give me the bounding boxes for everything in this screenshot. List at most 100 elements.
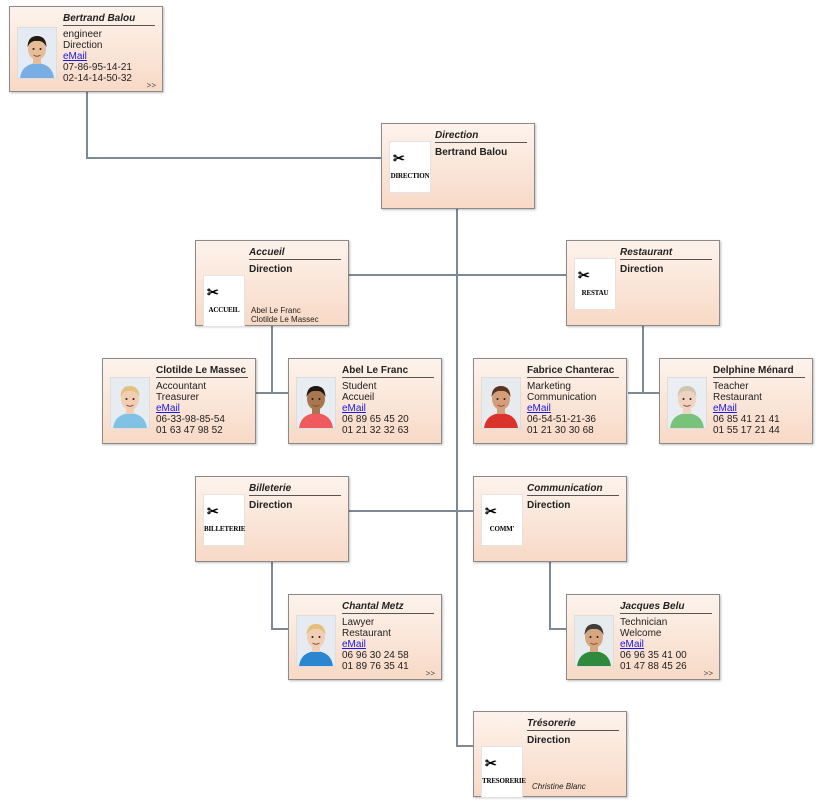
unit-subtitle: Direction xyxy=(249,264,293,275)
person-department: Welcome xyxy=(620,628,662,639)
unit-card-billeterie[interactable]: ✂ BILLETERIE Billeterie Direction xyxy=(195,476,349,562)
person-department: Accueil xyxy=(342,392,375,403)
phone-mobile: 06 85 41 21 41 xyxy=(713,414,780,425)
person-name: Clotilde Le Massec xyxy=(156,365,248,378)
scissor-icon: ✂ xyxy=(207,284,219,300)
connector-billeterie-chantal xyxy=(271,561,289,630)
phone-office: 01 21 30 30 68 xyxy=(527,425,594,436)
person-card-chantal[interactable]: Chantal Metz Lawyer Restaurant eMail 06 … xyxy=(288,594,442,680)
email-link[interactable]: eMail xyxy=(156,403,180,414)
unit-card-tresorerie[interactable]: ✂ TRESORERIE Trésorerie Direction Christ… xyxy=(473,711,627,798)
phone-office: 01 55 17 21 44 xyxy=(713,425,780,436)
expand-button[interactable]: >> xyxy=(146,81,156,90)
portrait-graphic xyxy=(297,616,335,666)
unit-logo-direction: ✂ DIRECTION xyxy=(389,141,431,193)
avatar-bertrand xyxy=(17,27,57,79)
connector-bertrand-direction xyxy=(86,92,381,159)
scissor-icon: ✂ xyxy=(485,755,497,771)
unit-card-communication[interactable]: ✂ COMM' Communication Direction xyxy=(473,476,627,562)
connector-communication-jacques xyxy=(549,561,567,630)
portrait-graphic xyxy=(18,28,56,78)
member-name: Abel Le Franc xyxy=(251,306,301,315)
unit-title: Restaurant xyxy=(620,247,712,260)
connector-restaurant-children xyxy=(628,326,660,394)
scissor-icon: ✂ xyxy=(485,503,497,519)
person-details: Student Accueil eMail 06 89 65 45 20 01 … xyxy=(342,381,409,436)
unit-logo-restaurant: ✂ RESTAU xyxy=(574,258,616,310)
avatar-clotilde xyxy=(110,377,150,429)
unit-subtitle: Direction xyxy=(527,500,571,511)
person-role: Marketing xyxy=(527,381,571,392)
scissor-icon: ✂ xyxy=(207,503,219,519)
portrait-graphic xyxy=(668,378,706,428)
unit-title: Direction xyxy=(435,130,527,143)
person-details: Technician Welcome eMail 06 96 35 41 00 … xyxy=(620,617,687,672)
avatar-delphine xyxy=(667,377,707,429)
unit-members: Christine Blanc xyxy=(532,782,586,791)
avatar-chantal xyxy=(296,615,336,667)
logo-text: COMM' xyxy=(489,525,515,533)
email-link[interactable]: eMail xyxy=(713,403,737,414)
unit-title: Billeterie xyxy=(249,483,341,496)
person-name: Jacques Belu xyxy=(620,601,712,614)
logo-text: BILLETERIE xyxy=(204,525,246,533)
person-role: Teacher xyxy=(713,381,749,392)
phone-mobile: 06-33-98-85-54 xyxy=(156,414,225,425)
person-details: Accountant Treasurer eMail 06-33-98-85-5… xyxy=(156,381,225,436)
person-details: engineer Direction eMail 07-86-95-14-21 … xyxy=(63,29,132,84)
unit-subtitle: Bertrand Balou xyxy=(435,147,508,158)
person-name: Bertrand Balou xyxy=(63,13,155,26)
person-department: Restaurant xyxy=(342,628,391,639)
person-card-fabrice[interactable]: Fabrice Chanterac Marketing Communicatio… xyxy=(473,358,627,444)
member-name: Christine Blanc xyxy=(532,782,586,791)
person-role: Technician xyxy=(620,617,668,628)
unit-subtitle: Direction xyxy=(620,264,664,275)
person-card-clotilde[interactable]: Clotilde Le Massec Accountant Treasurer … xyxy=(102,358,256,444)
logo-text: ACCUEIL xyxy=(208,306,240,314)
email-link[interactable]: eMail xyxy=(620,639,644,650)
person-department: Treasurer xyxy=(156,392,199,403)
email-link[interactable]: eMail xyxy=(63,51,87,62)
phone-office: 01 47 88 45 26 xyxy=(620,661,687,672)
unit-title: Trésorerie xyxy=(527,718,619,731)
scissor-icon: ✂ xyxy=(578,267,590,283)
connector-accueil-children xyxy=(256,326,289,394)
unit-card-restaurant[interactable]: ✂ RESTAU Restaurant Direction xyxy=(566,240,720,326)
member-name: Clotilde Le Massec xyxy=(251,315,319,324)
expand-button[interactable]: >> xyxy=(425,669,435,678)
logo-text: TRESORERIE xyxy=(482,777,526,785)
phone-office: 01 63 47 98 52 xyxy=(156,425,223,436)
unit-title: Accueil xyxy=(249,247,341,260)
unit-logo-billeterie: ✂ BILLETERIE xyxy=(203,494,245,546)
unit-card-accueil[interactable]: ✂ ACCUEIL Accueil Direction Abel Le Fran… xyxy=(195,240,349,327)
person-department: Communication xyxy=(527,392,597,403)
phone-office: 02-14-14-50-32 xyxy=(63,73,132,84)
portrait-graphic xyxy=(482,378,520,428)
avatar-fabrice xyxy=(481,377,521,429)
person-name: Delphine Ménard xyxy=(713,365,805,378)
person-name: Abel Le Franc xyxy=(342,365,434,378)
person-department: Direction xyxy=(63,40,103,51)
phone-mobile: 07-86-95-14-21 xyxy=(63,62,132,73)
email-link[interactable]: eMail xyxy=(342,403,366,414)
avatar-abel xyxy=(296,377,336,429)
portrait-graphic xyxy=(297,378,335,428)
person-name: Fabrice Chanterac xyxy=(527,365,619,378)
phone-mobile: 06-54-51-21-36 xyxy=(527,414,596,425)
person-card-jacques[interactable]: Jacques Belu Technician Welcome eMail 06… xyxy=(566,594,720,680)
person-card-abel[interactable]: Abel Le Franc Student Accueil eMail 06 8… xyxy=(288,358,442,444)
email-link[interactable]: eMail xyxy=(527,403,551,414)
logo-text: DIRECTION xyxy=(390,172,430,180)
avatar-jacques xyxy=(574,615,614,667)
unit-subtitle: Direction xyxy=(249,500,293,511)
unit-card-direction[interactable]: ✂ DIRECTION Direction Bertrand Balou xyxy=(381,123,535,209)
email-link[interactable]: eMail xyxy=(342,639,366,650)
phone-office: 01 21 32 32 63 xyxy=(342,425,409,436)
person-card-bertrand[interactable]: Bertrand Balou engineer Direction eMail … xyxy=(9,6,163,92)
unit-members: Abel Le Franc Clotilde Le Massec xyxy=(251,306,319,324)
phone-mobile: 06 96 35 41 00 xyxy=(620,650,687,661)
person-card-delphine[interactable]: Delphine Ménard Teacher Restaurant eMail… xyxy=(659,358,813,444)
expand-button[interactable]: >> xyxy=(703,669,713,678)
unit-logo-communication: ✂ COMM' xyxy=(481,494,523,546)
